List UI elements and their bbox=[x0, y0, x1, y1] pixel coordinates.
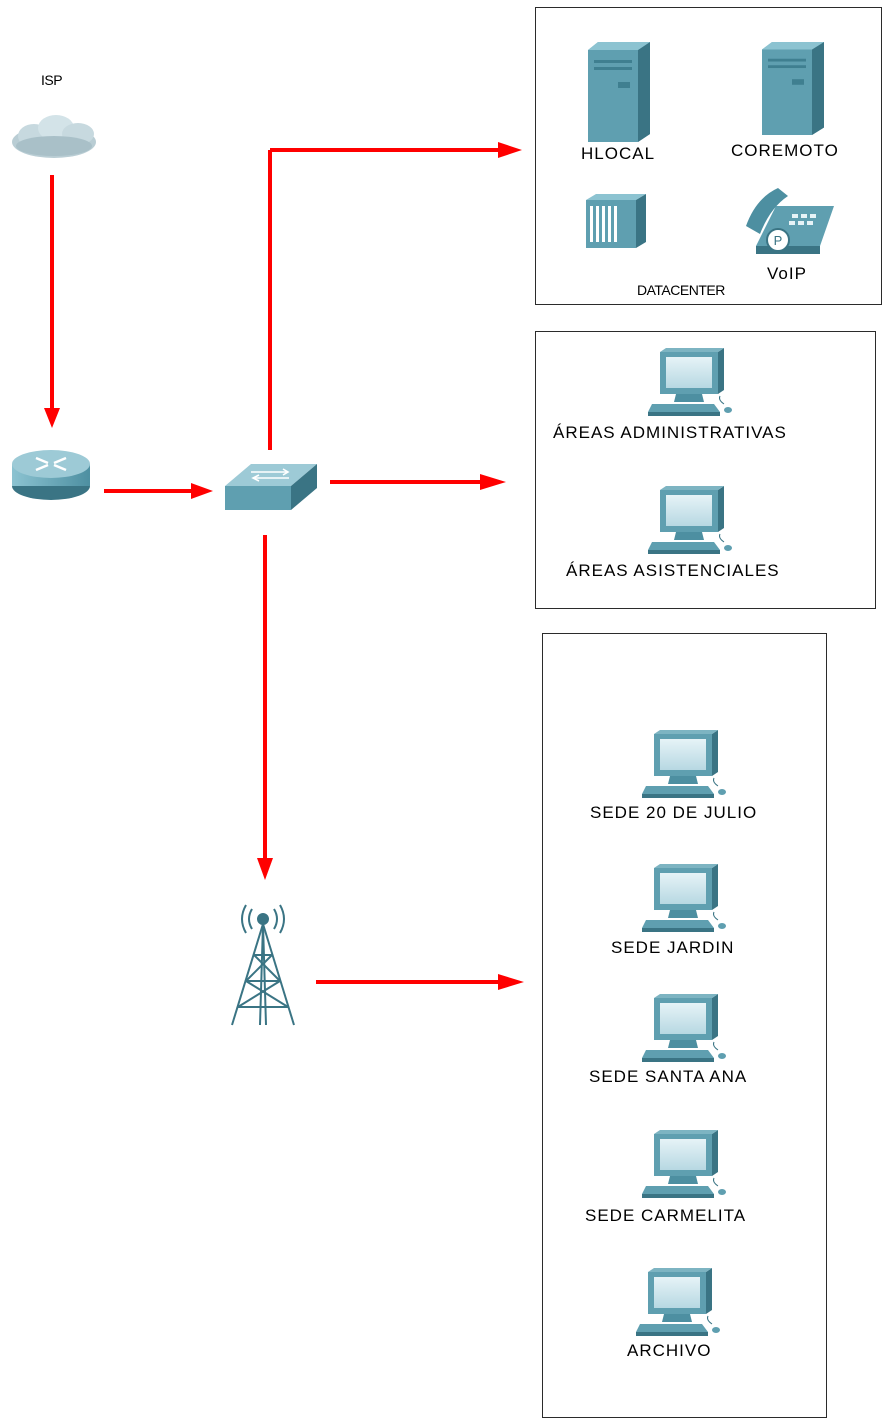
area-label: ÁREAS ASISTENCIALES bbox=[566, 561, 780, 580]
sede-label: SEDE JARDIN bbox=[611, 938, 735, 957]
datacenter-label: DATACENTER bbox=[637, 282, 725, 298]
rack-server-icon bbox=[586, 194, 646, 248]
pc-icon bbox=[641, 729, 727, 799]
pc-icon bbox=[647, 347, 733, 417]
arrowhead bbox=[480, 474, 506, 490]
server-icon bbox=[588, 42, 650, 142]
datacenter-device-label: VoIP bbox=[767, 264, 807, 283]
server-icon bbox=[762, 42, 824, 136]
pc-icon bbox=[641, 993, 727, 1063]
links bbox=[44, 142, 524, 990]
arrowhead bbox=[44, 408, 60, 428]
arrowhead bbox=[498, 142, 522, 158]
ip-phone-badge: P bbox=[774, 233, 783, 248]
area-label: ÁREAS ADMINISTRATIVAS bbox=[553, 423, 787, 442]
pc-icon bbox=[647, 485, 733, 555]
sede-label: SEDE SANTA ANA bbox=[589, 1067, 748, 1086]
ip-phone-icon: P bbox=[746, 188, 834, 254]
sede-label: SEDE CARMELITA bbox=[585, 1206, 747, 1225]
datacenter-device-label: COREMOTO bbox=[731, 141, 839, 160]
switch-icon bbox=[225, 464, 317, 510]
areas-box bbox=[535, 331, 876, 609]
antenna-tower-icon bbox=[231, 904, 295, 1026]
arrowhead bbox=[257, 858, 273, 880]
cloud-icon bbox=[12, 115, 96, 158]
datacenter-device-label: HLOCAL bbox=[581, 144, 656, 163]
sede-label: ARCHIVO bbox=[627, 1341, 712, 1360]
pc-icon bbox=[641, 863, 727, 933]
pc-icon bbox=[635, 1267, 721, 1337]
arrowhead bbox=[498, 974, 524, 990]
isp-label: ISP bbox=[41, 72, 63, 88]
arrowhead bbox=[191, 483, 213, 499]
router-icon bbox=[12, 450, 90, 500]
pc-icon bbox=[641, 1129, 727, 1199]
sede-label: SEDE 20 DE JULIO bbox=[590, 803, 758, 822]
